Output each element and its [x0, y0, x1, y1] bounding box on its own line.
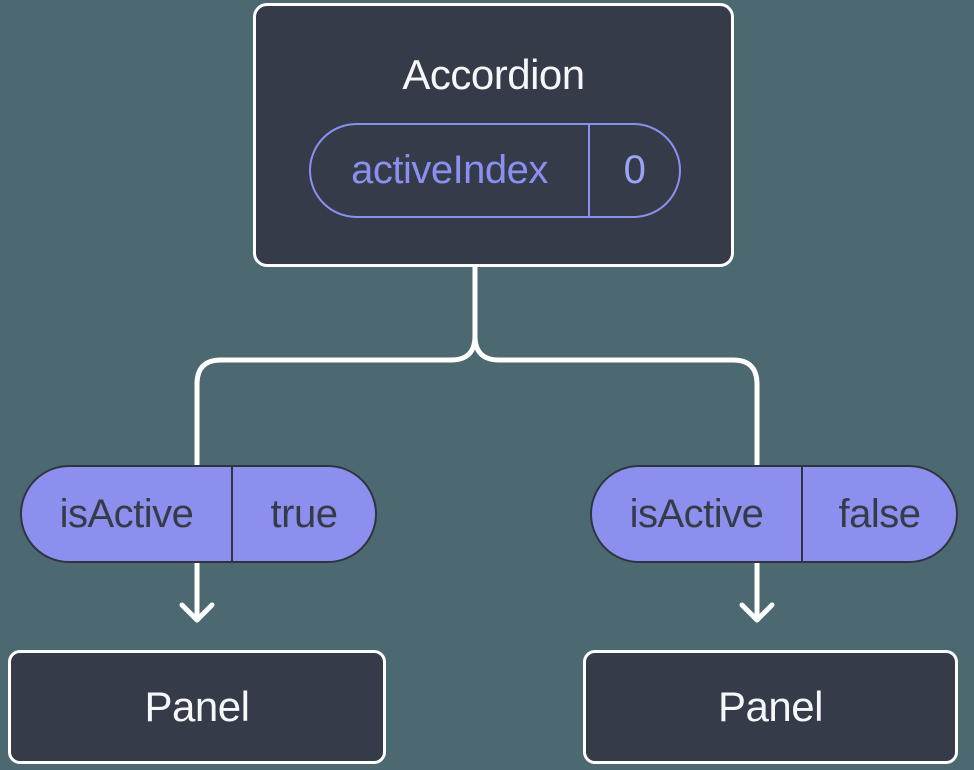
arrowhead-down-left-icon — [179, 602, 215, 623]
accordion-node: Accordion activeIndex 0 — [253, 3, 734, 267]
panel-node-title: Panel — [144, 683, 250, 730]
branch-line-right — [472, 263, 760, 623]
prop-pill-isactive-true: isActive true — [20, 465, 377, 563]
prop-name: isActive — [22, 467, 233, 561]
branch-line-left — [194, 263, 478, 623]
panel-node-title: Panel — [718, 683, 823, 730]
arrowhead-down-right-icon — [739, 602, 775, 623]
state-pill: activeIndex 0 — [309, 123, 681, 218]
prop-pill-isactive-false: isActive false — [590, 465, 958, 563]
panel-node-left: Panel — [8, 650, 386, 764]
accordion-node-title: Accordion — [402, 51, 585, 98]
prop-value: false — [838, 491, 922, 536]
state-name: activeIndex — [311, 125, 590, 216]
prop-name: isActive — [592, 467, 803, 561]
prop-value: true — [270, 491, 338, 536]
panel-node-right: Panel — [583, 650, 958, 764]
state-value: 0 — [623, 148, 646, 192]
